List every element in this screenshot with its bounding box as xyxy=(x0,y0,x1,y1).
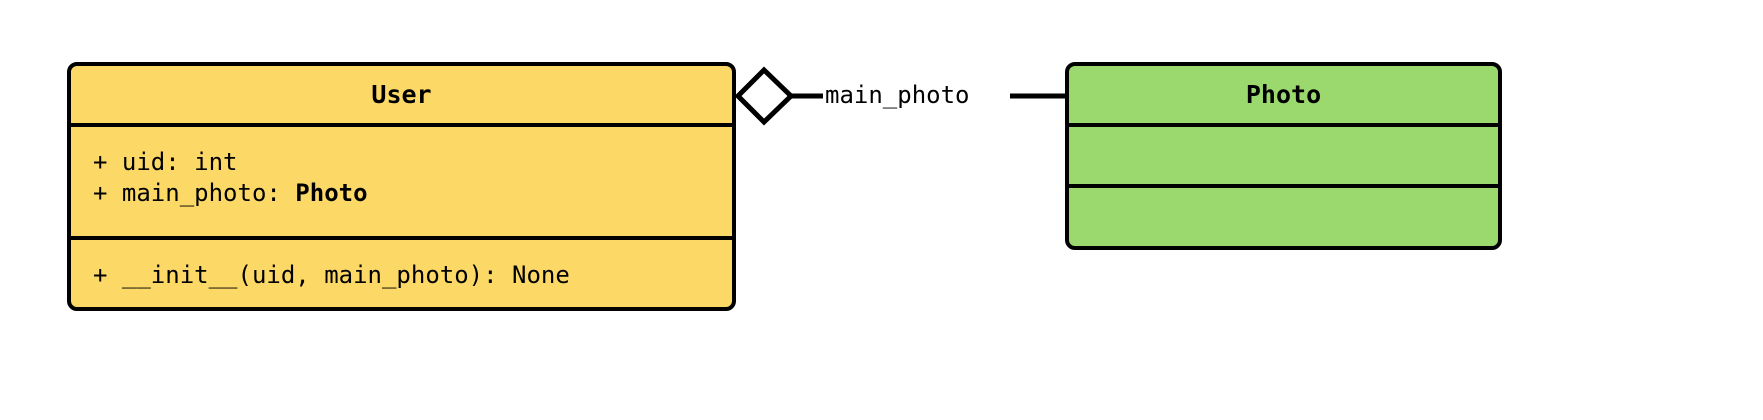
attribute-row: + main_photo: Photo xyxy=(93,178,732,209)
class-operations-compartment-user: + __init__(uid, main_photo): None xyxy=(71,240,732,307)
class-box-user[interactable]: User + uid: int + main_photo: Photo + __… xyxy=(67,62,736,311)
class-operations-compartment-photo xyxy=(1069,188,1498,246)
attribute-prefix: + main_photo: xyxy=(93,179,296,207)
class-attributes-compartment-photo xyxy=(1069,127,1498,188)
attribute-row: + uid: int xyxy=(93,148,238,176)
attribute-type-reference: Photo xyxy=(295,179,368,207)
class-box-photo[interactable]: Photo xyxy=(1065,62,1502,250)
relationship-label: main_photo xyxy=(823,80,972,110)
class-title-compartment-user: User xyxy=(71,66,732,127)
class-attributes-compartment-user: + uid: int + main_photo: Photo xyxy=(71,127,732,240)
class-title-compartment-photo: Photo xyxy=(1069,66,1498,127)
aggregation-diamond-icon xyxy=(734,66,795,126)
class-name-user: User xyxy=(371,80,432,109)
operation-row: + __init__(uid, main_photo): None xyxy=(93,261,570,289)
class-name-photo: Photo xyxy=(1245,80,1322,109)
